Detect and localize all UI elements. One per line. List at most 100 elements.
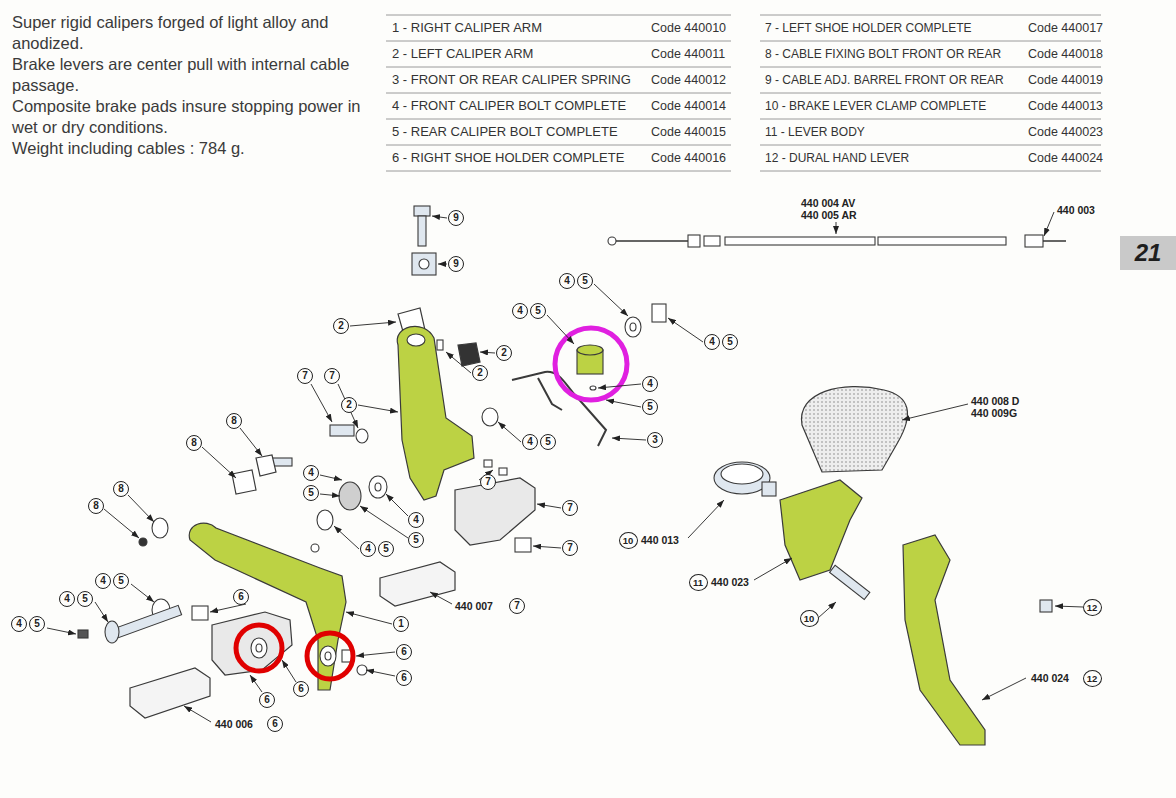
callout-number: 6 [396,670,412,686]
table-rule [760,119,1101,120]
table-cell: 9 - CABLE ADJ. BARREL FRONT OR REAR [765,67,1004,93]
callout-number: 6 [293,681,309,697]
description-text: Weight including cables : 784 g. [12,138,384,159]
part-code: 440 023 [710,576,750,589]
leader-line [1044,212,1054,236]
callout-number: 5 [408,532,424,548]
fixing-block [232,470,256,494]
leader-line [184,706,211,722]
callout-number: 4 [408,512,424,528]
table-cell: 11 - LEVER BODY [765,119,865,145]
callout-number: 4 [59,591,75,607]
part-code: 440 006 [214,718,254,731]
callout-number: 5 [77,591,93,607]
table-cell: Code 440019 [1028,67,1103,93]
leader-line [598,384,641,388]
leader-line [320,494,340,496]
callout-number: 8 [88,498,104,514]
callout-number: 2 [333,318,349,334]
lever-body [780,480,862,580]
leader-line [480,352,495,353]
table-cell: 4 - FRONT CALIPER BOLT COMPLETE [392,93,626,119]
leader-line [386,494,408,516]
pivot-nut-top [577,345,603,355]
leader-line [594,284,628,316]
leader-line [47,628,76,634]
fixing-bolt [272,458,292,466]
part-code: 440 013 [640,534,680,547]
nut [499,468,507,475]
washer [356,429,368,443]
callout-number: 4 [559,273,575,289]
highlight-ring [236,625,282,671]
leader-line [430,592,452,604]
description-text: Brake levers are center pull with intern… [12,54,384,96]
callout-number: 5 [378,541,394,557]
callout-number: 1 [393,616,409,632]
callout-number: 7 [324,368,340,384]
cable-fixing-barrel [412,253,436,275]
small-washer [590,386,596,390]
callout-number: 6 [267,716,283,732]
callout-number: 2 [341,397,357,413]
leader-line [346,612,392,624]
callout-number: 4 [512,303,528,319]
clamp-bolt [830,565,870,599]
leader-line [982,678,1026,700]
table-cell: 10 - BRAKE LEVER CLAMP COMPLETE [765,93,986,119]
leader-line [95,602,108,622]
cable-end-cap [1025,235,1043,247]
description-text: Composite brake pads insure stopping pow… [12,96,384,138]
leader-line [688,500,724,538]
table-cell: 2 - LEFT CALIPER ARM [392,41,533,67]
leader-line [606,400,641,407]
brake-pad [380,562,455,606]
table-cell: Code 440010 [651,15,726,41]
callout-number: 7 [297,368,313,384]
inner-cable [1043,240,1066,242]
cable-housing [878,237,1006,245]
washer [320,646,336,666]
leader-line [432,216,447,218]
leader-line [446,352,471,373]
cable-passage [407,334,425,346]
table-cell: Code 440017 [1028,15,1103,41]
callout-number: 5 [642,399,658,415]
callout-number: 4 [704,334,720,350]
part-code: 440 024 [1030,672,1070,685]
callout-number: 7 [509,598,525,614]
table-cell: Code 440018 [1028,41,1103,67]
washer [625,317,641,337]
leader-line [360,506,408,538]
callout-number: 4 [642,376,658,392]
acorn-nut [652,304,666,322]
callout-number: 4 [522,434,538,450]
leader-line [547,315,574,344]
washer [482,408,498,426]
table-cell: Code 440014 [651,93,726,119]
shoe-holder [455,478,535,545]
small-screw [311,544,319,552]
callout-number: 4 [95,573,111,589]
cable-ferrule [688,235,700,247]
leader-line [902,404,968,420]
callout-number: 7 [562,540,578,556]
fixing-washer [152,518,168,538]
leader-line [282,660,296,682]
cable-housing [725,237,875,245]
leader-line [210,604,246,612]
brake-pad [130,668,210,718]
leader-line [818,602,836,618]
washer [317,510,333,530]
washer-hole [375,483,381,491]
hand-lever [903,535,985,745]
bolt-head [105,621,119,643]
page-tab: 21 [1120,236,1176,270]
washer-hole [325,652,331,660]
callout-number: 6 [396,644,412,660]
lever-clamp-inner [721,464,763,484]
inner-cable [614,240,700,242]
washer-hole [630,323,636,331]
table-rule [386,171,731,172]
leader-lines [47,212,1083,722]
